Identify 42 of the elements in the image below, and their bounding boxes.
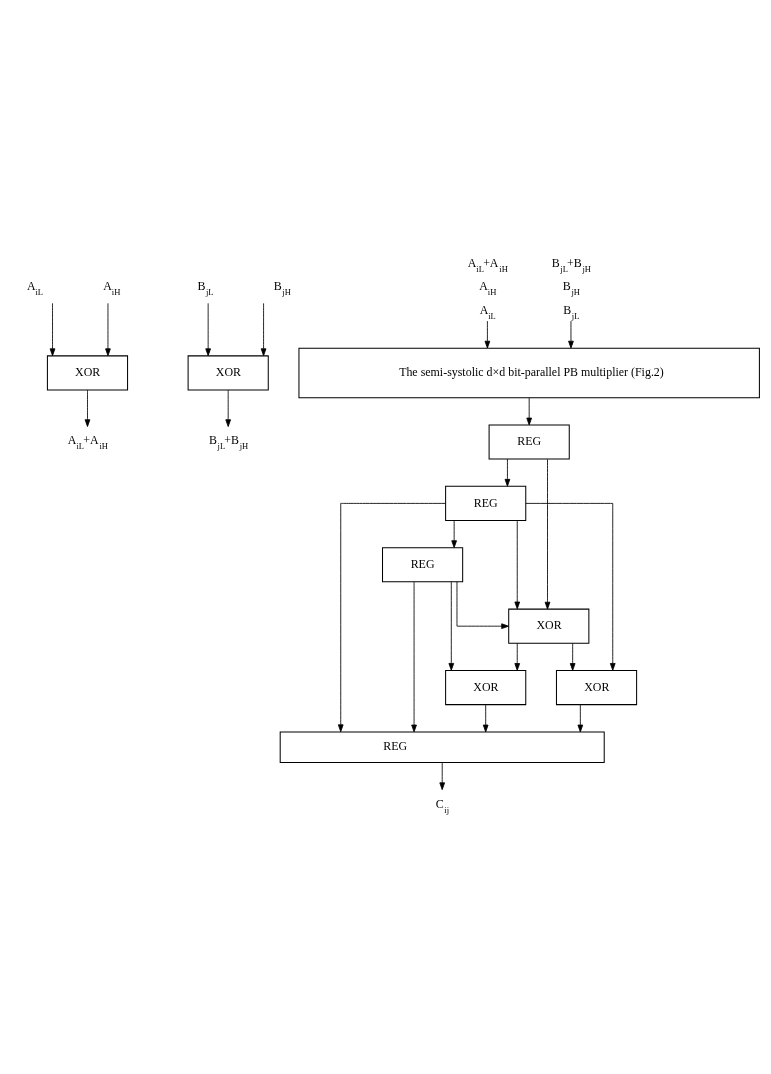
node-text: C$_{ij}$ (435, 796, 450, 815)
arrow (484, 320, 491, 348)
arrow (456, 580, 509, 629)
node-text: A$_{iL}$+A$_{iH}$ (67, 432, 108, 451)
node-box: XOR (555, 669, 638, 705)
arrow (260, 302, 267, 356)
node-box: REG (445, 485, 527, 521)
arrow (439, 761, 445, 790)
node-text: B$_{jL}$ (197, 278, 214, 297)
arrow (105, 302, 111, 356)
arrow (526, 396, 532, 425)
node-text: B$_{jH}$ (273, 278, 291, 297)
node-box: XOR (508, 608, 590, 644)
node-box: XOR (445, 669, 527, 705)
node-box: XOR (187, 354, 269, 390)
node-text: A$_{iL}$ (26, 278, 44, 297)
arrow (451, 519, 457, 548)
node-box: The semi-systolic d×d bit-parallel PB multiplier (Fig.2) (298, 347, 760, 398)
node-box: REG (279, 730, 605, 763)
node-box: REG (488, 423, 570, 460)
arrow (448, 580, 455, 671)
arrow (225, 389, 231, 427)
arrow (49, 302, 56, 356)
node-text: A$_{iL}$+A$_{iH}$ A$_{iH}$ A$_{iL}$ (467, 255, 508, 321)
arrow (84, 389, 91, 427)
arrow (514, 519, 521, 609)
arrow (504, 458, 511, 487)
node-text: B$_{jL}$+B$_{jH}$ (209, 432, 249, 451)
arrow (514, 642, 521, 671)
arrow (205, 302, 211, 356)
arrow (525, 502, 616, 671)
arrow (411, 581, 417, 732)
arrow (568, 320, 574, 348)
node-text: B$_{jL}$+B$_{jH}$ B$_{jH}$ B$_{jL}$ (551, 255, 591, 321)
arrow (544, 458, 551, 609)
arrow (482, 703, 489, 732)
node-box: XOR (46, 354, 129, 390)
arrow (569, 642, 576, 671)
node-text: A$_{iH}$ (103, 278, 121, 297)
arrow (337, 502, 446, 732)
node-box: REG (382, 546, 464, 582)
arrow (577, 703, 584, 732)
